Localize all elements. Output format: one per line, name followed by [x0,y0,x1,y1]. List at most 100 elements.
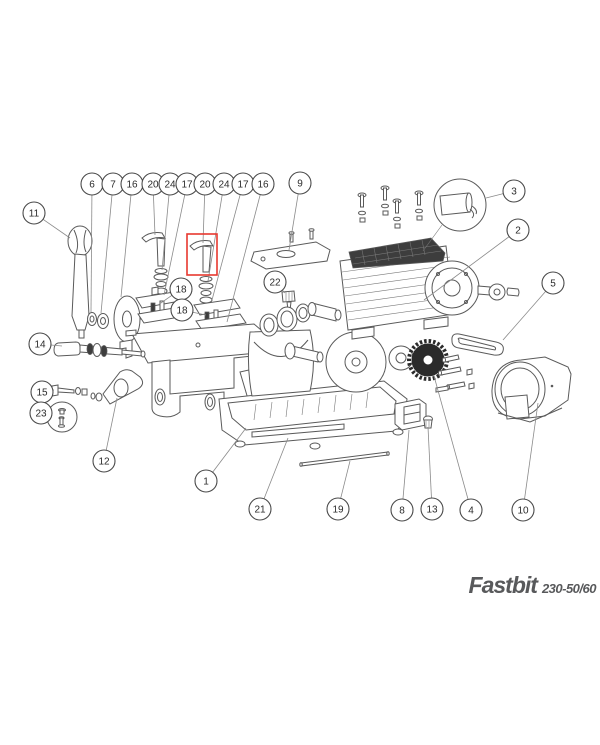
svg-text:4: 4 [468,506,474,517]
leader-line-9 [288,193,299,251]
highlight-box [186,233,218,276]
leader-line-18 [192,311,207,316]
callout-16: 16 [251,172,275,196]
leader-line-10 [524,402,539,500]
callout-10: 10 [511,498,535,522]
callout-11: 11 [22,201,46,225]
svg-text:18: 18 [175,285,187,296]
svg-text:7: 7 [110,180,116,191]
svg-text:8: 8 [399,506,405,517]
svg-text:5: 5 [550,279,556,290]
part-rod [299,451,390,467]
svg-text:10: 10 [517,506,529,517]
part-bolt [51,384,88,397]
callout-17: 17 [175,172,199,196]
svg-text:21: 21 [254,505,266,516]
leader-line-24 [161,194,170,271]
leader-line-24 [207,194,223,282]
svg-text:16: 16 [257,180,269,191]
callout-22: 22 [263,270,287,294]
callout-8: 8 [390,498,414,522]
svg-text:18: 18 [176,306,188,317]
callout-15: 15 [30,380,54,404]
leader-line-18 [157,294,173,306]
callout-21: 21 [248,497,272,521]
leader-line-17 [211,194,241,301]
svg-text:14: 14 [34,340,46,351]
svg-text:12: 12 [98,457,110,468]
svg-text:22: 22 [269,278,281,289]
leader-line-20 [202,194,206,244]
svg-text:16: 16 [126,180,138,191]
part-cone-knob [90,369,144,405]
svg-text:2: 2 [515,226,521,237]
callout-layer: 11 6 7 16 20 24 17 20 24 17 16 9 3 2 5 22 18 18 14 15 23 12 1 2… [22,171,565,522]
leader-line-7 [100,194,113,314]
callout-6: 6 [80,172,104,196]
svg-text:20: 20 [199,180,211,191]
part-switch [394,398,427,431]
leader-line-3 [485,193,504,199]
svg-text:13: 13 [426,505,438,516]
svg-text:19: 19 [332,505,344,516]
callout-2: 2 [506,218,530,242]
leader-line-20 [153,194,156,236]
leader-line-4 [433,375,469,500]
leader-line-19 [340,460,351,499]
svg-text:24: 24 [218,180,230,191]
svg-text:17: 17 [181,180,193,191]
leader-line-22 [282,289,286,294]
brand-name: Fastbit [468,572,538,598]
leader-line-8 [402,429,410,500]
part-cover-plate [250,228,331,270]
part-vise-jaw-right [193,298,247,331]
leader-line-6 [90,194,93,313]
leader-line-16 [120,194,132,298]
part-switch-cap [423,415,433,429]
callout-19: 19 [326,497,350,521]
svg-text:15: 15 [36,388,48,399]
part-knob-and-bearings [259,290,342,337]
leader-line-2 [423,236,510,301]
leader-line-1 [212,427,247,473]
callout-14: 14 [28,332,52,356]
svg-text:6: 6 [89,180,95,191]
callout-16: 16 [120,172,144,196]
part-motor-screws [357,185,424,229]
callout-5: 5 [541,271,565,295]
svg-text:9: 9 [297,179,303,190]
leader-line-13 [427,426,432,499]
leader-line-5 [502,291,547,341]
svg-text:1: 1 [203,477,209,488]
leader-line-14 [50,344,63,347]
callout-20: 20 [141,172,165,196]
callout-1: 1 [194,469,218,493]
brand-logo: Fastbit 230-50/60 [468,572,597,599]
svg-text:20: 20 [147,180,159,191]
callout-12: 12 [92,449,116,473]
svg-text:24: 24 [164,180,176,191]
svg-text:11: 11 [29,209,40,220]
part-lever-handle [67,225,93,339]
exploded-parts [46,178,572,467]
part-clamp-lever-highlighted [189,240,214,304]
callout-3: 3 [502,179,526,203]
callout-9: 9 [288,171,312,195]
callout-17: 17 [231,172,255,196]
part-wheel-guard [491,356,572,423]
callout-24: 24 [212,172,236,196]
part-motor [339,237,520,340]
leader-line-12 [105,397,118,451]
leader-line-11 [42,218,71,239]
part-handle [451,333,504,356]
leader-line-17 [163,194,186,296]
leader-line-21 [263,437,289,499]
callout-18: 18 [169,277,193,301]
callout-23: 23 [29,401,53,425]
svg-text:17: 17 [237,180,249,191]
leader-line-16 [226,194,261,323]
callout-4: 4 [459,498,483,522]
detail-circle-capacitor [422,178,487,252]
